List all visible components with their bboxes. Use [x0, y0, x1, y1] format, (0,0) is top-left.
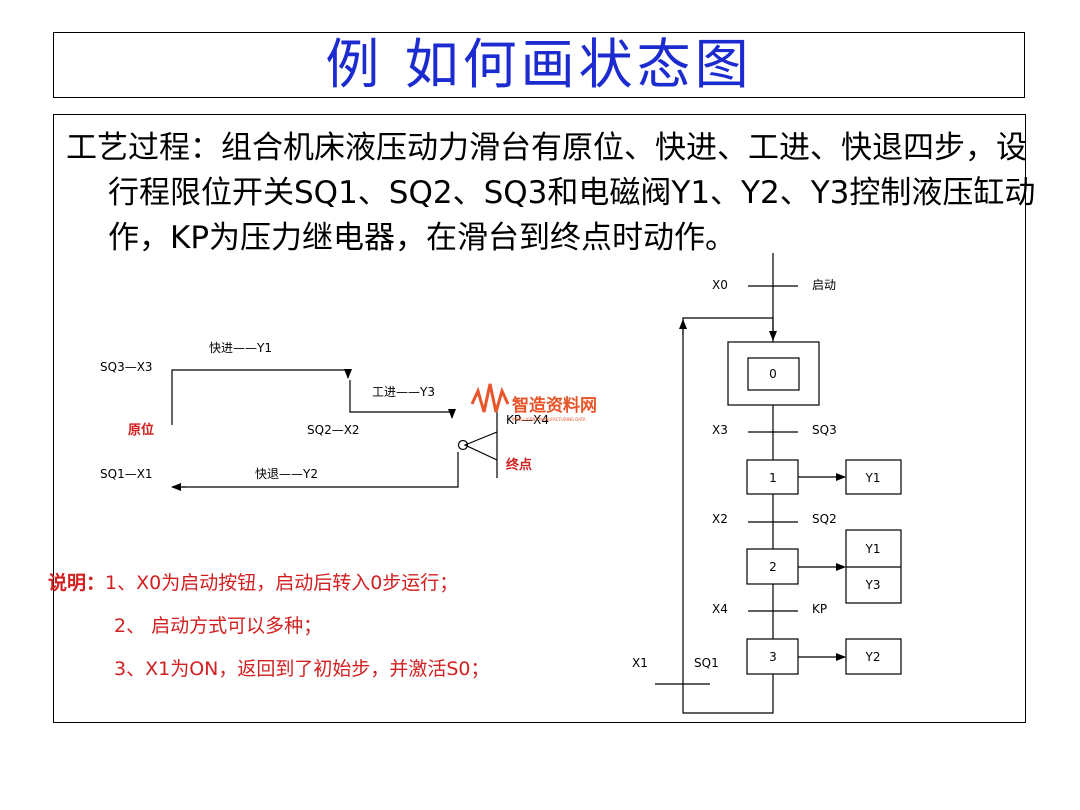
note-1-text: 1、X0为启动按钮，启动后转入0步运行； — [105, 572, 459, 594]
watermark-en: INTELLIGENT MANUFACTURING DATA — [512, 417, 586, 422]
step-0-label: 0 — [769, 367, 777, 381]
process-description: 工艺过程：组合机床液压动力滑台有原位、快进、工进、快退四步，设行程限位开关SQ1… — [66, 130, 1036, 256]
t1-left-label: X3 — [712, 423, 728, 437]
t4-right-label: SQ1 — [694, 656, 719, 670]
end-stop-wedge — [463, 431, 498, 461]
note-1: 说明：1、X0为启动按钮，启动后转入0步运行； — [48, 568, 458, 595]
note-lead: 说明： — [48, 572, 106, 594]
t3-right-label: KP — [812, 602, 827, 616]
motion-labels: SQ3—X3 快进——Y1 工进——Y3 原位 SQ2—X2 KP—X4 终点 … — [100, 341, 549, 481]
action-2a-label: Y1 — [865, 542, 881, 556]
loop-back-line — [682, 317, 773, 665]
end-stop-roller — [457, 439, 469, 451]
action-1-label: Y1 — [865, 471, 881, 485]
return-connector — [182, 452, 459, 488]
t3-left-label: X4 — [712, 602, 728, 616]
t0-left-label: X0 — [712, 278, 728, 292]
work-feed-label: 工进——Y3 — [372, 385, 435, 399]
step-2-label: 2 — [769, 560, 777, 574]
sq3-x3-label: SQ3—X3 — [100, 360, 153, 374]
return-line — [682, 665, 774, 714]
watermark-logo: 智造资料网 INTELLIGENT MANUFACTURING DATA — [470, 383, 597, 422]
fast-return-label: 快退——Y2 — [255, 467, 318, 481]
sq1-x1-label: SQ1—X1 — [100, 467, 153, 481]
work-feed-path — [349, 380, 456, 419]
content-box — [53, 114, 1026, 723]
t1-right-label: SQ3 — [812, 423, 837, 437]
step-3-label: 3 — [769, 650, 777, 664]
t0-right-label: 启动 — [812, 278, 836, 292]
t2-right-label: SQ2 — [812, 512, 837, 526]
t4-left-label: X1 — [632, 656, 648, 670]
initial-step-inner — [747, 357, 800, 391]
end-point-label: 终点 — [506, 457, 532, 473]
step-1-label: 1 — [769, 471, 777, 485]
sfc-labels: X0 启动 0 X3 SQ3 1 Y1 X2 SQ2 2 Y1 Y3 X4 KP… — [632, 278, 880, 670]
action-3-label: Y2 — [865, 650, 881, 664]
action-1-box — [845, 459, 902, 495]
note-3: 3、X1为ON，返回到了初始步，并激活S0； — [114, 658, 490, 680]
action-2b-label: Y3 — [865, 578, 881, 592]
watermark-cn: 智造资料网 — [512, 395, 597, 416]
watermark-logo-icon — [470, 383, 510, 413]
title-box: 例 如何画状态图 — [53, 32, 1025, 98]
t2-left-label: X2 — [712, 512, 728, 526]
sq2-x2-label: SQ2—X2 — [307, 423, 360, 437]
motion-diagram — [171, 369, 498, 491]
home-label: 原位 — [128, 422, 154, 438]
fast-forward-label: 快进——Y1 — [209, 341, 272, 355]
action-3-box — [845, 638, 902, 675]
sfc-diagram — [655, 253, 902, 714]
page-title: 例 如何画状态图 — [325, 33, 753, 96]
fast-forward-path — [171, 369, 352, 425]
kp-x4-label: KP—X4 — [506, 413, 549, 427]
note-2: 2、 启动方式可以多种； — [114, 615, 323, 637]
